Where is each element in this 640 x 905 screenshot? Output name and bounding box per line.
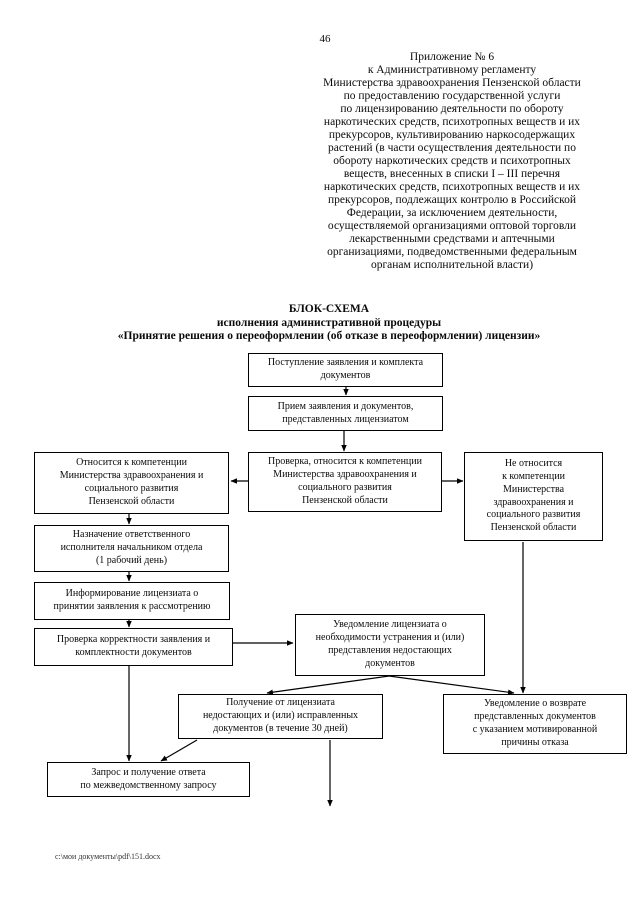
flow-box-receive-missing-docs: Получение от лицензиата недостающих и (и… (178, 694, 383, 739)
arrow-notify-to-receive (266, 675, 390, 695)
flow-box-incoming: Поступление заявления и комплекта докуме… (248, 353, 443, 387)
flow-box-return-notice: Уведомление о возврате представленных до… (443, 694, 627, 754)
flow-box-assign-executor: Назначение ответственного исполнителя на… (34, 525, 229, 572)
flow-box-acceptance: Прием заявления и документов, представле… (248, 396, 443, 431)
flow-box-not-in-competence: Не относится к компетенции Министерства … (464, 452, 603, 541)
flowchart-title: БЛОК-СХЕМА исполнения административной п… (117, 303, 541, 342)
arrow-receive-to-interagency (160, 739, 198, 762)
footer-file-path: с:\мои документы\pdf\151.docx (55, 852, 161, 861)
flow-box-notify-missing-docs: Уведомление лицензиата о необходимости у… (295, 614, 485, 676)
flow-box-inform-licensee: Информирование лицензиата о принятии зая… (34, 582, 230, 620)
flow-box-correctness-check: Проверка корректности заявления и компле… (34, 628, 233, 666)
flow-box-in-competence: Относится к компетенции Министерства здр… (34, 452, 229, 514)
flow-box-interagency-request: Запрос и получение ответа по межведомств… (47, 762, 250, 797)
flow-box-competence-check: Проверка, относится к компетенции Минист… (248, 452, 442, 512)
page-number: 46 (319, 33, 331, 45)
appendix-header: Приложение № 6 к Административному регла… (323, 51, 581, 271)
arrow-notify-to-return (388, 675, 515, 695)
